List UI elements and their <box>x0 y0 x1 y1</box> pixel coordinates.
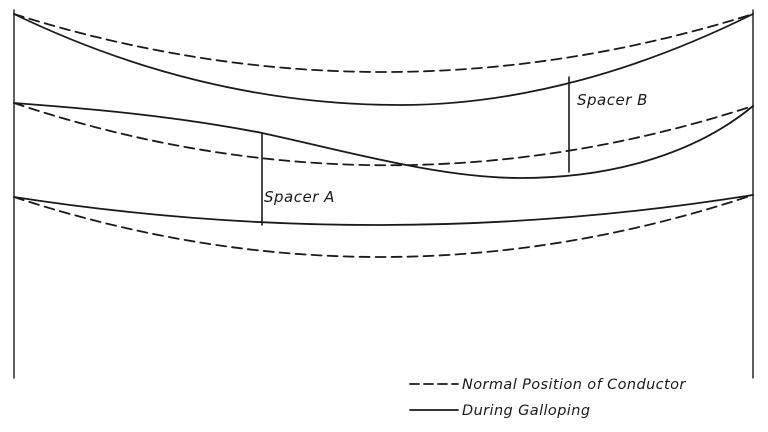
middle-conductor-galloping <box>13 102 754 179</box>
middle-conductor-normal <box>13 102 754 167</box>
legend-dashed-label: Normal Position of Conductor <box>462 377 686 393</box>
top-conductor-galloping <box>13 13 754 106</box>
bottom-conductor-normal <box>13 194 754 258</box>
spacer-a-label: Spacer A <box>264 188 335 206</box>
legend-solid-label: During Galloping <box>462 403 590 419</box>
bottom-conductor-galloping <box>13 194 754 226</box>
spacer-b-label: Spacer B <box>577 91 648 109</box>
top-conductor-normal <box>13 13 754 73</box>
legend: Normal Position of Conductor During Gall… <box>409 377 686 419</box>
